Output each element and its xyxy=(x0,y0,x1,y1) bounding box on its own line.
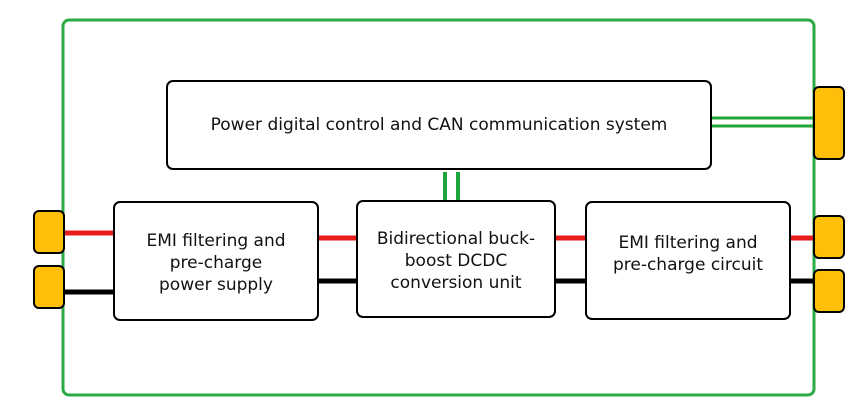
control-dcdc-link xyxy=(443,172,460,200)
control-system-block: Power digital control and CAN communicat… xyxy=(166,80,712,170)
emi-filter-precharge-circuit-block: EMI filtering and pre-charge circuit xyxy=(585,201,791,320)
can-bus-line xyxy=(710,116,816,128)
emi-filter-precharge-circuit-label: EMI filtering and pre-charge circuit xyxy=(613,232,763,276)
left-positive-connector xyxy=(33,210,65,254)
block-label-line: pre-charge xyxy=(169,253,263,273)
block-label-line: Bidirectional buck- xyxy=(376,229,536,249)
control-system-label: Power digital control and CAN communicat… xyxy=(210,115,668,135)
right-positive-connector xyxy=(813,215,845,259)
block-label-line: conversion unit xyxy=(390,273,522,293)
module-enclosure xyxy=(61,18,816,397)
block-label-line: EMI filtering and xyxy=(146,231,286,251)
block-label-line: pre-charge circuit xyxy=(612,254,764,275)
block-label-line: boost DCDC xyxy=(404,251,508,271)
block-label-line: EMI filtering and xyxy=(618,232,758,253)
left-negative-connector xyxy=(33,265,65,309)
right-can-connector xyxy=(813,86,845,160)
dcdc-conversion-block: Bidirectional buck- boost DCDC conversio… xyxy=(356,200,556,318)
dcdc-conversion-label: Bidirectional buck- boost DCDC conversio… xyxy=(377,228,535,294)
emi-filter-power-supply-block: EMI filtering and pre-charge power suppl… xyxy=(113,201,319,321)
block-label-line: power supply xyxy=(159,275,273,295)
right-negative-connector xyxy=(813,269,845,313)
emi-filter-power-supply-label: EMI filtering and pre-charge power suppl… xyxy=(146,230,285,296)
